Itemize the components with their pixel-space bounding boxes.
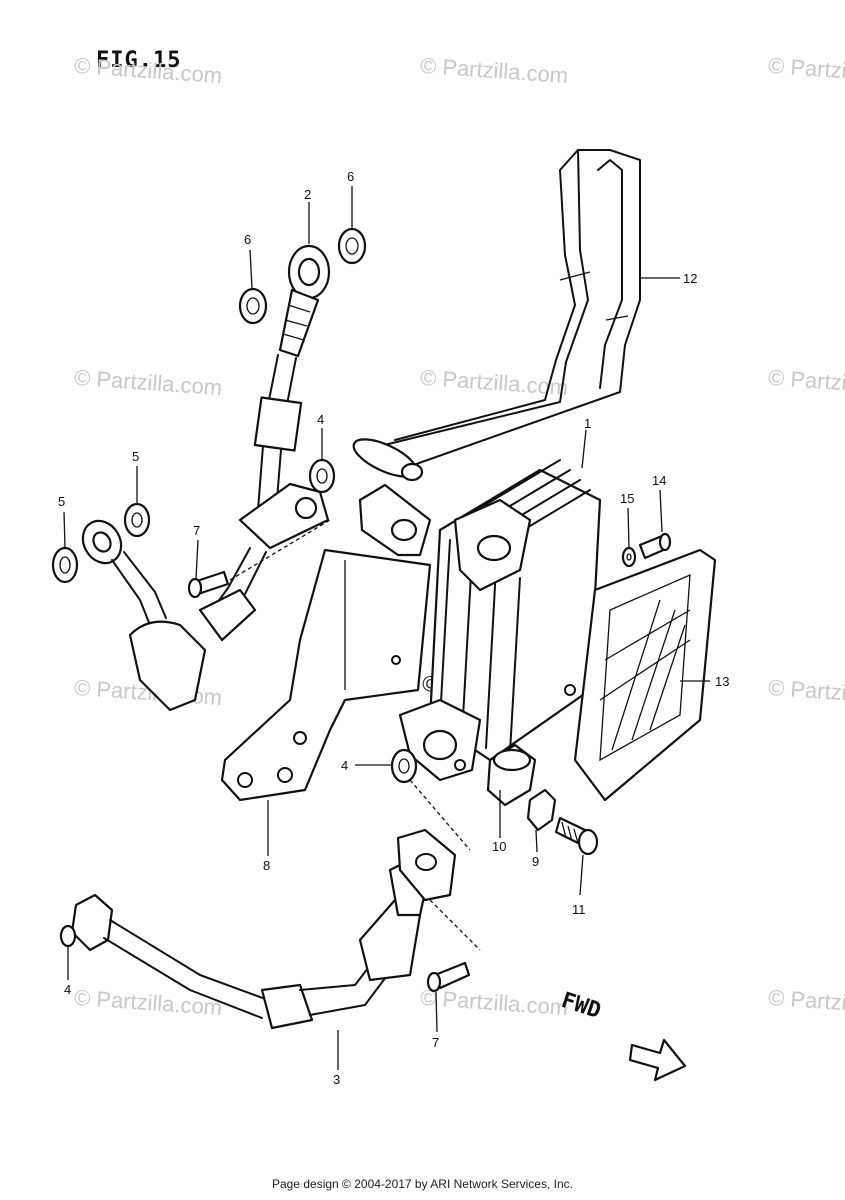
part-4-washer-middle[interactable] (390, 748, 418, 784)
part-12-oil-pipe[interactable] (349, 149, 641, 484)
callout-13: 13 (715, 674, 729, 689)
part-4-washer-upper[interactable] (308, 458, 336, 494)
callout-7: 7 (193, 523, 200, 538)
callout-6: 6 (347, 169, 354, 184)
part-11-bolt[interactable] (554, 816, 599, 856)
part-4-washer-lower[interactable] (59, 924, 77, 948)
part-6-washer-left[interactable] (238, 287, 268, 325)
part-3-lower-pipe[interactable] (70, 828, 457, 1030)
forward-arrow-icon (628, 1038, 687, 1082)
part-15-washer[interactable] (621, 546, 637, 568)
part-7-bolt-lower[interactable] (426, 961, 471, 993)
footer-copyright: Page design © 2004-2017 by ARI Network S… (271, 1177, 573, 1191)
callout-12: 12 (683, 271, 697, 286)
part-5-washer-right[interactable] (123, 502, 151, 538)
callout-10: 10 (492, 839, 506, 854)
part-5-banjo-hose[interactable] (75, 514, 257, 712)
callout-5: 5 (58, 494, 65, 509)
callout-7: 7 (432, 1035, 439, 1050)
callout-6: 6 (244, 232, 251, 247)
gasket-plate[interactable] (358, 483, 432, 557)
part-9-collar[interactable] (526, 788, 557, 832)
callout-4: 4 (64, 982, 71, 997)
part-1-oil-cooler[interactable] (398, 459, 602, 782)
figure-title: FIG.15 (96, 48, 182, 73)
part-7-bolt-upper[interactable] (187, 570, 230, 599)
part-5-washer-left[interactable] (51, 546, 79, 584)
callout-2: 2 (304, 187, 311, 202)
callout-1: 1 (584, 416, 591, 431)
callout-3: 3 (333, 1072, 340, 1087)
part-13-cooler-cover[interactable] (573, 548, 717, 802)
callout-5: 5 (132, 449, 139, 464)
leader-lines (63, 186, 710, 1070)
callout-14: 14 (652, 473, 666, 488)
part-14-bolt[interactable] (638, 532, 672, 560)
part-6-washer-right[interactable] (337, 227, 367, 265)
callout-8: 8 (263, 858, 270, 873)
part-8-bracket[interactable] (220, 548, 432, 802)
callout-11: 11 (572, 902, 586, 917)
callout-15: 15 (620, 491, 634, 506)
callout-4: 4 (317, 412, 324, 427)
callout-9: 9 (532, 854, 539, 869)
callout-4: 4 (341, 758, 348, 773)
part-2-upper-hose[interactable] (211, 244, 331, 617)
